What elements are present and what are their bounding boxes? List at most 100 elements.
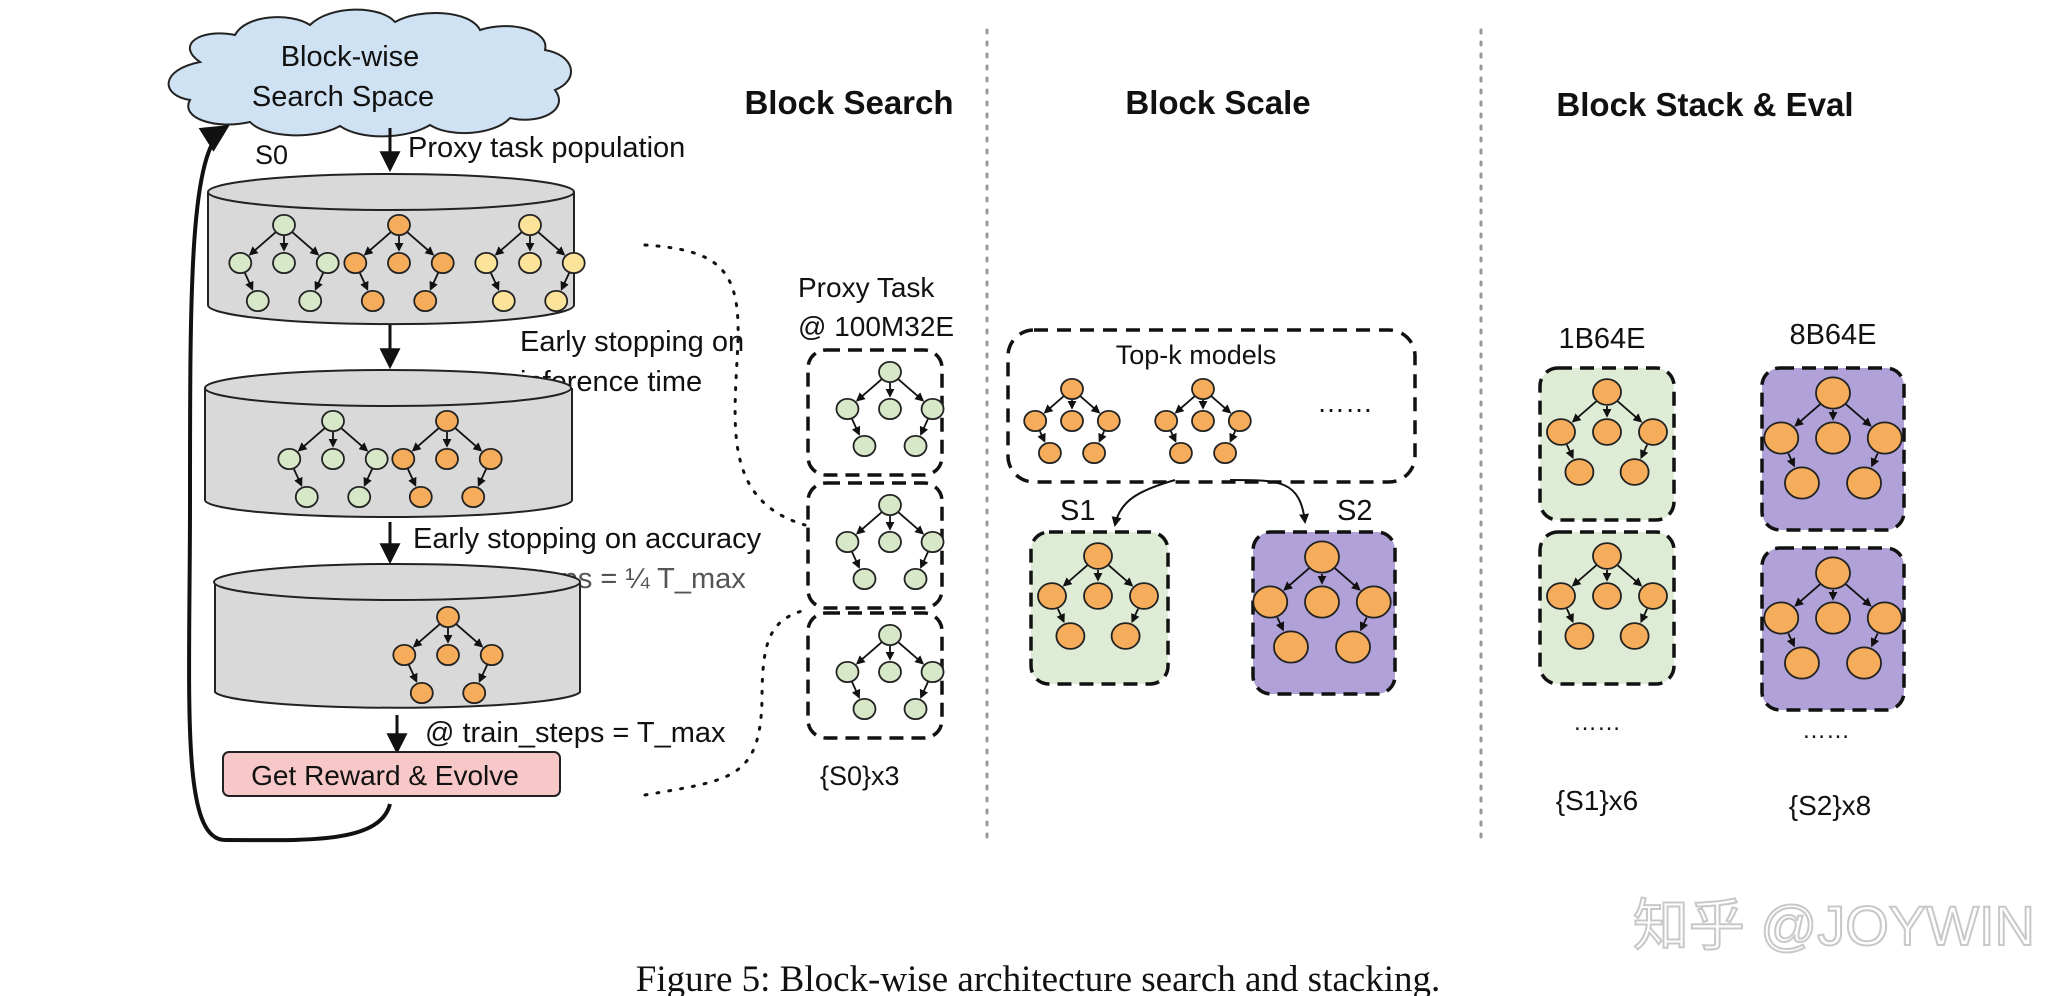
section-title-block-stack-eval: Block Stack & Eval	[1556, 86, 1853, 123]
tree-node	[518, 251, 542, 275]
tree-edge	[1275, 617, 1285, 632]
stacked-blocks	[1538, 366, 1906, 712]
tree-node	[1866, 421, 1903, 455]
tree-edge	[537, 231, 566, 256]
tree-node	[920, 660, 945, 684]
tree-edge	[1037, 430, 1046, 443]
tree-edge	[494, 231, 523, 256]
scaled-blocks	[1029, 530, 1397, 696]
tree-edge	[1107, 564, 1134, 587]
tree-node	[1846, 646, 1882, 680]
tree-node	[1619, 458, 1650, 486]
tree-edge	[851, 418, 861, 436]
tree-node	[1037, 582, 1067, 610]
tree-edge	[248, 231, 277, 256]
tree-edge	[340, 427, 369, 452]
tree-edge	[1062, 564, 1089, 587]
tree-node	[435, 447, 459, 471]
tree-node	[413, 289, 438, 313]
tree-node	[1055, 622, 1086, 650]
tree-node	[1592, 582, 1622, 610]
tree-node	[852, 567, 877, 591]
tree-edge	[897, 378, 925, 402]
tree-edge	[411, 427, 440, 452]
tree-edge	[1174, 395, 1196, 414]
stack-right-tree-1	[1763, 376, 1903, 500]
tree-node	[1866, 601, 1903, 635]
tree-edge	[297, 427, 326, 452]
tree-node	[228, 251, 253, 275]
tree-node	[852, 697, 877, 721]
tree-edge	[244, 272, 254, 291]
tree-edge	[1210, 395, 1232, 414]
tree-node	[920, 530, 945, 554]
reward-label: Get Reward & Evolve	[251, 760, 519, 791]
tree-node	[1355, 585, 1392, 619]
reward-box: Get Reward & Evolve	[222, 751, 561, 797]
stack-left-tree-2	[1546, 542, 1668, 650]
tree-node	[1638, 582, 1668, 610]
tree-orange-2	[391, 409, 503, 509]
tree-edge	[560, 272, 570, 291]
dotted-connector-top	[643, 243, 807, 527]
tree-node	[1564, 622, 1595, 650]
proxy-block-3	[806, 611, 944, 740]
tree-edge	[363, 468, 373, 487]
dotted-connector-bottom	[643, 608, 807, 797]
label-early-stop-accuracy: Early stopping on accuracy	[413, 523, 762, 555]
s1-tree	[1037, 542, 1159, 650]
tree-edge	[1571, 564, 1598, 587]
tree-node	[387, 213, 411, 237]
tree-node	[1060, 377, 1084, 401]
tree-node	[878, 397, 902, 421]
tree-edge	[855, 378, 883, 402]
proxy-tree-1	[835, 360, 945, 458]
tree-edge	[1870, 633, 1880, 648]
population-cylinder-2	[204, 369, 573, 519]
proxy-task-title: Proxy Task	[798, 272, 935, 303]
tree-node	[461, 485, 486, 509]
tree-node	[1304, 540, 1340, 574]
tree-node	[1815, 601, 1851, 635]
tree-node	[343, 251, 368, 275]
scale-s1-label: S1	[1060, 495, 1095, 527]
tree-node	[364, 447, 389, 471]
tree-node	[878, 530, 902, 554]
proxy-tree-2	[835, 493, 945, 591]
tree-node	[1191, 377, 1215, 401]
population-cylinder-3	[213, 563, 581, 709]
tree-edge	[1131, 608, 1140, 624]
tree-edge	[478, 664, 488, 683]
tree-node	[1154, 409, 1179, 433]
tree-node	[1763, 421, 1800, 455]
tree-edge	[1098, 430, 1107, 443]
tree-node	[245, 289, 270, 313]
population-cylinder-1	[207, 173, 586, 326]
tree-edge	[1794, 403, 1821, 427]
tree-node	[1638, 418, 1668, 446]
tree-node	[347, 485, 372, 509]
arrow-to-s2	[1229, 479, 1310, 524]
stack-right-repeat: {S2}x8	[1789, 790, 1872, 821]
tree-edge	[897, 641, 925, 665]
tree-node	[878, 660, 902, 684]
tree-node	[1273, 630, 1309, 664]
tree-node	[1763, 601, 1800, 635]
tree-node	[478, 447, 503, 471]
tree-node	[1082, 441, 1106, 465]
topk-ellipsis: ……	[1317, 387, 1373, 418]
tree-node	[878, 493, 902, 517]
tree-node	[1619, 622, 1650, 650]
tree-edge	[412, 623, 441, 648]
tree-edge	[919, 681, 929, 699]
tree-node	[315, 251, 340, 275]
tree-node	[1060, 409, 1084, 433]
tree-edge	[477, 468, 487, 487]
tree-node	[1815, 421, 1851, 455]
tree-node	[1169, 441, 1193, 465]
tree-node	[1213, 441, 1237, 465]
tree-node	[852, 434, 877, 458]
tree-edge	[429, 272, 439, 291]
tree-edge	[919, 551, 929, 569]
tree-node	[392, 643, 417, 667]
